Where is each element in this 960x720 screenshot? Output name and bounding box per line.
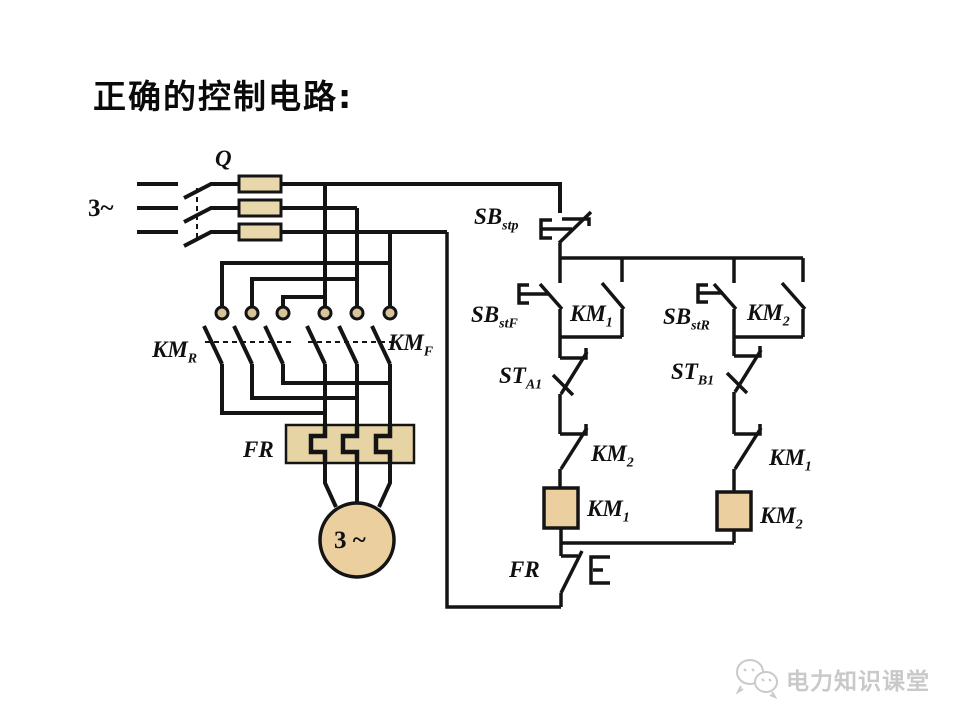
km2-interlock-label: KM2 — [591, 441, 634, 471]
page-title: 正确的控制电路: — [93, 77, 354, 116]
stop-button-icon — [539, 210, 593, 258]
km-r-label: KMR — [152, 337, 198, 367]
fr-control-label: FR — [509, 557, 540, 582]
km-r-main-contacts-icon — [202, 325, 292, 365]
contact-terminals — [214, 305, 398, 321]
km1-interlock-contact-icon — [732, 424, 763, 492]
fr-power-label: FR — [243, 437, 274, 462]
km2-interlock-contact-icon — [558, 424, 589, 488]
control-return-rail — [445, 232, 561, 609]
km1-interlock-label: KM1 — [769, 445, 812, 475]
km2-aux-label: KM2 — [747, 300, 790, 330]
motor-icon — [318, 463, 396, 579]
km2-coil-label: KM2 — [760, 503, 803, 533]
fuse-icon — [237, 174, 283, 242]
fr-contact-icon — [559, 543, 610, 607]
km1-coil-icon — [542, 486, 580, 543]
km1-aux-contact-icon — [560, 258, 626, 339]
wechat-logo-icon — [735, 659, 778, 700]
thermal-relay-icon — [284, 423, 416, 465]
km-f-label: KMF — [388, 330, 434, 360]
km2-coil-icon — [715, 490, 753, 543]
km1-coil-label: KM1 — [587, 496, 630, 526]
knife-switch-icon — [183, 182, 212, 248]
reverse-start-button-icon — [696, 258, 738, 337]
st-a1-label: STA1 — [499, 363, 543, 393]
watermark-text: 电力知识课堂 — [786, 669, 930, 695]
sb-stf-label: SBstF — [471, 302, 518, 332]
km2-aux-contact-icon — [734, 258, 807, 339]
st-b1-label: STB1 — [671, 359, 715, 389]
km-f-main-contacts-icon — [305, 325, 398, 365]
limit-switch-sta1-icon — [551, 337, 589, 434]
three-phase-supply-lines — [137, 182, 178, 234]
reversing-crossover-wires — [220, 261, 390, 307]
supply-label: 3~ — [88, 195, 114, 222]
sb-str-label: SBstR — [663, 304, 710, 334]
motor-label: 3 ~ — [334, 527, 366, 554]
sb-stp-label: SBstp — [474, 204, 519, 234]
km1-aux-label: KM1 — [570, 301, 613, 331]
forward-start-button-icon — [517, 258, 564, 337]
limit-switch-stb1-icon — [725, 337, 763, 434]
switch-q-label: Q — [215, 146, 232, 171]
contactor-output-wires — [220, 364, 392, 425]
